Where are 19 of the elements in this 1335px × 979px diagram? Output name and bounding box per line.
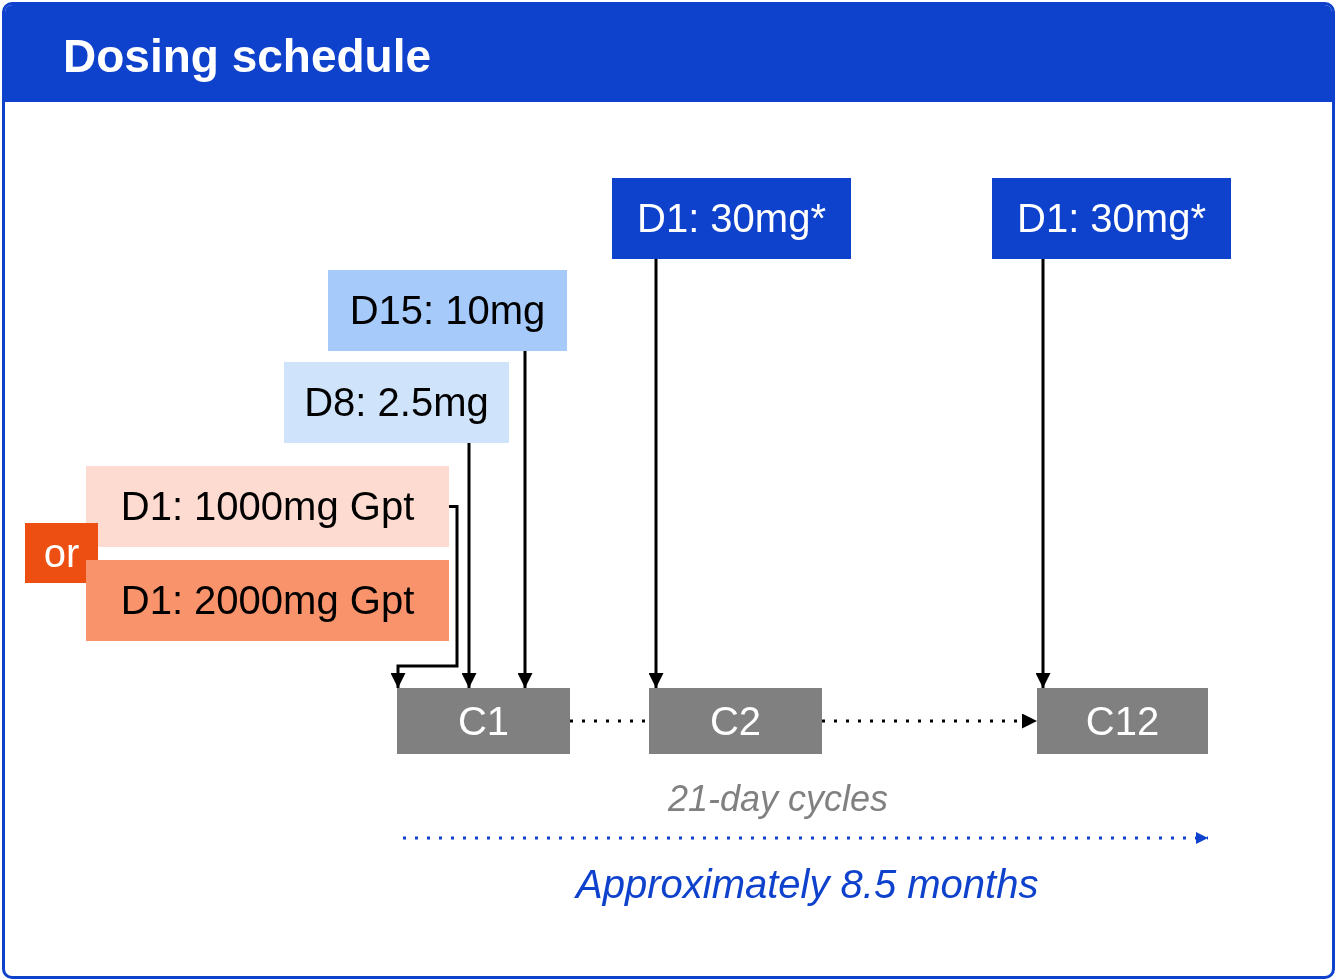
title: Dosing schedule (63, 29, 432, 83)
cycle-box: C12 (1037, 688, 1208, 754)
dose-box: D1: 2000mg Gpt (86, 560, 449, 641)
arrow (648, 259, 664, 688)
dose-box: D15: 10mg (328, 270, 567, 351)
arrow (390, 505, 459, 688)
duration-text: Approximately 8.5 months (576, 862, 1039, 907)
dose-box: D8: 2.5mg (284, 362, 509, 443)
dose-box: D1: 1000mg Gpt (86, 466, 449, 547)
note-text: 21-day cycles (668, 778, 889, 820)
cycle-box: C2 (649, 688, 822, 754)
dose-box: D1: 30mg* (612, 178, 851, 259)
or-badge: or (25, 523, 98, 583)
cycle-box: C1 (397, 688, 570, 754)
arrow (517, 351, 533, 688)
dose-box: D1: 30mg* (992, 178, 1231, 259)
arrow (1035, 259, 1051, 688)
arrow (461, 443, 477, 688)
arrow (822, 713, 1037, 729)
